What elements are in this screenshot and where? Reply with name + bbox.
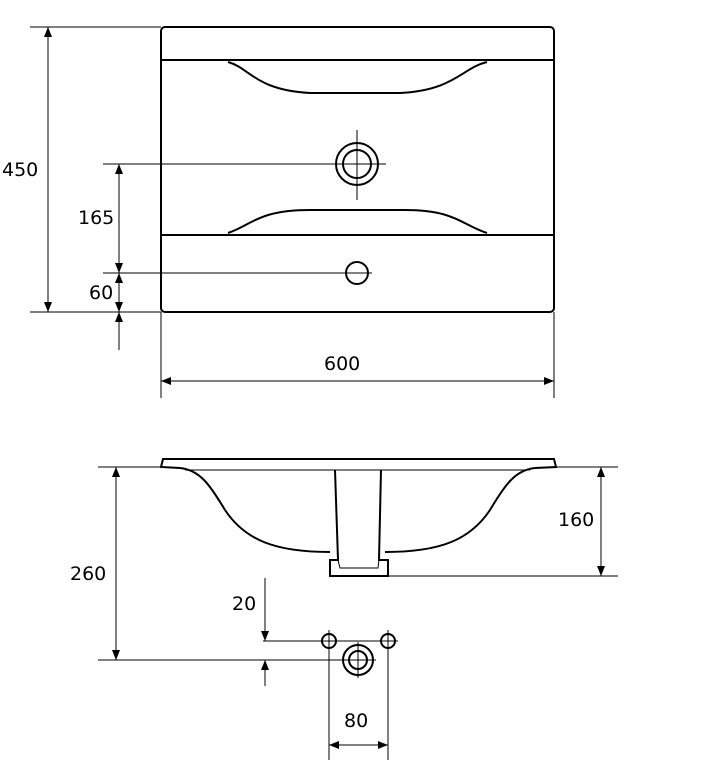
bowl-edge-front bbox=[227, 209, 488, 234]
waste-outlet bbox=[329, 469, 389, 577]
side-view: 160 260 bbox=[70, 458, 618, 661]
dim-label-depth: 450 bbox=[2, 159, 38, 181]
bowl-edge-back bbox=[227, 61, 488, 94]
dim-label-basin-depth: 160 bbox=[558, 509, 594, 531]
dim-label-hole-spacing: 80 bbox=[344, 710, 368, 732]
dim-label-height-total: 260 bbox=[70, 563, 106, 585]
dim-label-hole-height: 20 bbox=[232, 593, 256, 615]
waste-outlet-inner bbox=[337, 559, 380, 569]
top-view: 450 165 60 600 bbox=[2, 26, 555, 398]
basin-outline-top bbox=[160, 26, 555, 313]
bowl-profile-right bbox=[384, 467, 536, 553]
dim-label-overflow-offset: 60 bbox=[89, 282, 113, 304]
dim-label-width: 600 bbox=[324, 353, 360, 375]
bowl-profile bbox=[179, 467, 331, 553]
dim-label-tap-offset: 165 bbox=[78, 207, 114, 229]
basin-rim-profile bbox=[159, 458, 558, 469]
hole-detail: 20 80 bbox=[232, 578, 398, 760]
